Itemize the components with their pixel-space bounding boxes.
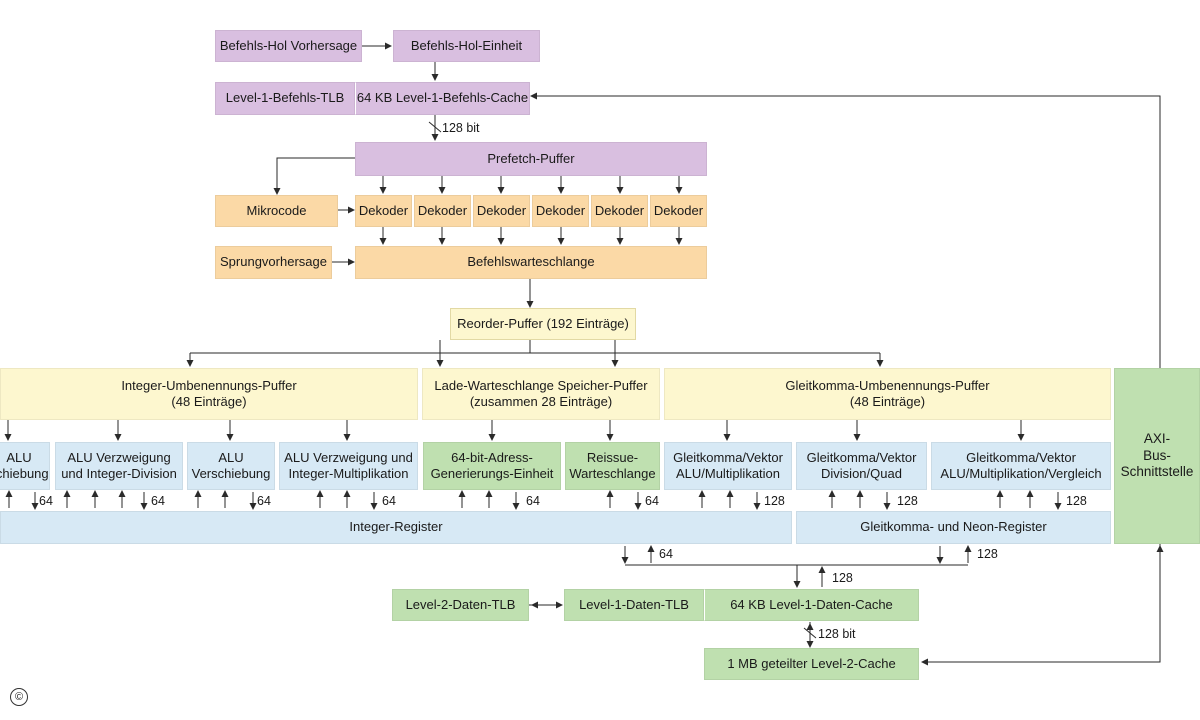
fp-alu-multiplication-compare-unit: Gleitkomma/Vektor ALU/Multiplikation/Ver… [931,442,1111,490]
decoder-box: Dekoder [591,195,648,227]
bus-width-label: 64 [526,494,540,508]
bus-width-label: 64 [382,494,396,508]
l1-instruction-tlb-box: Level-1-Befehls-TLB [215,82,355,115]
fp-alu-multiplication-unit: Gleitkomma/Vektor ALU/Multiplikation [664,442,792,490]
address-generation-unit: 64-bit-Adress- Generierungs-Einheit [423,442,561,490]
reorder-buffer-box: Reorder-Puffer (192 Einträge) [450,308,636,340]
decoder-box: Dekoder [414,195,471,227]
bus-width-label: 128 bit [818,627,856,641]
load-store-queue-box: Lade-Warteschlange Speicher-Puffer (zusa… [422,368,660,420]
l1-data-cache-box: 64 KB Level-1-Daten-Cache [704,589,919,621]
instruction-queue-box: Befehlswarteschlange [355,246,707,279]
fetch-unit-box: Befehls-Hol-Einheit [393,30,540,62]
bus-width-label: 128 [1066,494,1087,508]
bus-width-label: 128 [832,571,853,585]
l1-instruction-cache-box: 64 KB Level-1-Befehls-Cache [355,82,530,115]
l2-shared-cache-box: 1 MB geteilter Level-2-Cache [704,648,919,680]
fp-rename-buffer-box: Gleitkomma-Umbenennungs-Puffer (48 Eintr… [664,368,1111,420]
fp-division-quad-unit: Gleitkomma/Vektor Division/Quad [796,442,927,490]
decoder-box: Dekoder [650,195,707,227]
decoder-box: Dekoder [473,195,530,227]
bus-width-label: 64 [257,494,271,508]
bus-width-label: 128 bit [442,121,480,135]
copyright-icon: © [10,688,28,706]
alu-shift-unit-partial: ALU schiebung [0,442,50,490]
l1-data-tlb-box: Level-1-Daten-TLB [564,589,704,621]
bus-width-label: 64 [645,494,659,508]
microcode-box: Mikrocode [215,195,338,227]
prefetch-buffer-box: Prefetch-Puffer [355,142,707,176]
branch-prediction-box: Sprungvorhersage [215,246,332,279]
integer-register-file: Integer-Register [0,511,792,544]
alu-shift-unit: ALU Verschiebung [187,442,275,490]
bus-width-label: 128 [977,547,998,561]
axi-bus-interface-box: AXI- Bus- Schnittstelle [1114,368,1200,544]
integer-rename-buffer-box: Integer-Umbenennungs-Puffer (48 Einträge… [0,368,418,420]
alu-branch-multiplication-unit: ALU Verzweigung und Integer-Multiplikati… [279,442,418,490]
reissue-queue-unit: Reissue- Warteschlange [565,442,660,490]
bus-width-label: 64 [151,494,165,508]
bus-width-label: 128 [897,494,918,508]
fp-neon-register-file: Gleitkomma- und Neon-Register [796,511,1111,544]
bus-width-label: 64 [39,494,53,508]
fetch-prediction-box: Befehls-Hol Vorhersage [215,30,362,62]
alu-branch-division-unit: ALU Verzweigung und Integer-Division [55,442,183,490]
bus-width-label: 64 [659,547,673,561]
bus-width-label: 128 [764,494,785,508]
l2-data-tlb-box: Level-2-Daten-TLB [392,589,529,621]
decoder-box: Dekoder [355,195,412,227]
decoder-box: Dekoder [532,195,589,227]
